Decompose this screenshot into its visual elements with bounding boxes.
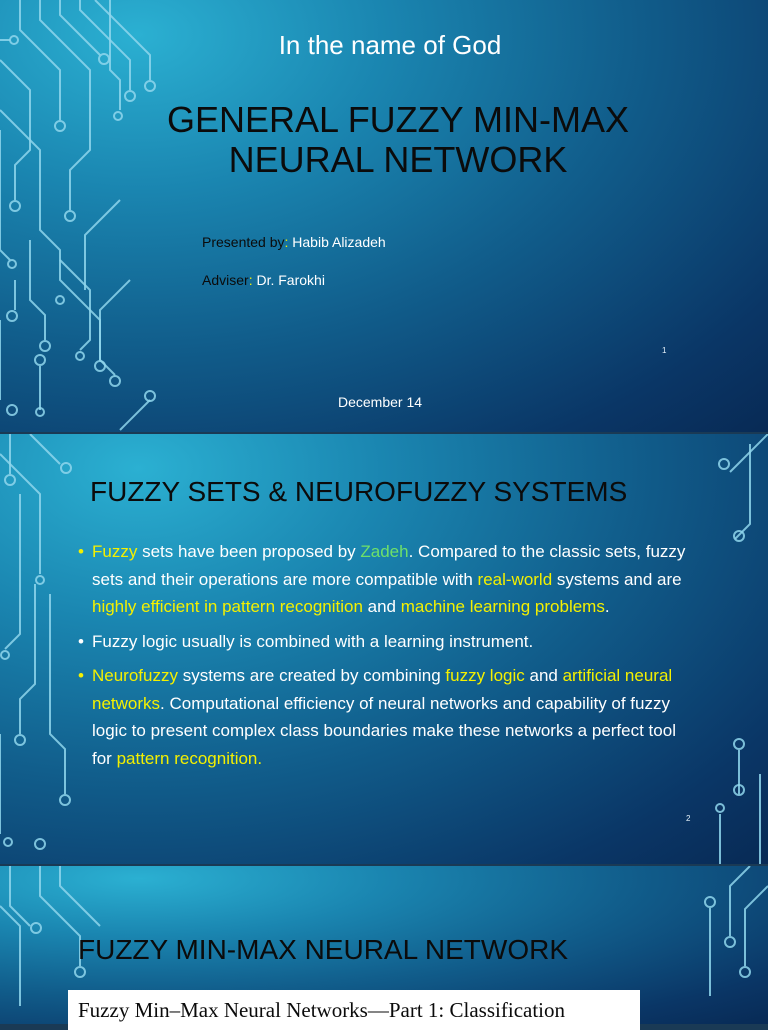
bullet-text-segment: . Compared to the classic sets, fuzzy se… xyxy=(92,542,686,589)
slide-1-title: General Fuzzy Min-Max Neural Network xyxy=(0,100,768,180)
header-text: In the name of God xyxy=(278,30,502,60)
title-line-1: General Fuzzy Min-Max xyxy=(166,99,630,140)
bullet-text-segment: Neurofuzzy xyxy=(92,666,178,685)
page-number: 2 xyxy=(686,814,691,823)
paper-heading-text: Fuzzy Min–Max Neural Networks—Part 1: Cl… xyxy=(78,998,565,1022)
paper-heading-image: Fuzzy Min–Max Neural Networks—Part 1: Cl… xyxy=(68,990,640,1030)
adviser-label: Adviser xyxy=(202,272,249,288)
bullet-text-segment: artificial neural networks xyxy=(92,666,673,713)
slide-3-title: FUZZY MIN-MAX NEURAL NETWORK xyxy=(78,934,569,965)
bullet-text-segment: real-world xyxy=(477,569,553,589)
adviser-line: Adviser: Dr. Farokhi xyxy=(202,272,325,288)
bullet-item: • Fuzzy sets have been proposed by Zadeh.… xyxy=(78,538,698,621)
bullet-dot: • xyxy=(78,631,84,651)
adviser-name: Dr. Farokhi xyxy=(252,272,325,288)
circuit-decoration-icon xyxy=(0,0,156,431)
bullet-list: • Fuzzy sets have been proposed by Zadeh.… xyxy=(78,538,698,779)
bullet-text-segment: pattern recognition. xyxy=(116,748,263,768)
title-line-2: Neural Network xyxy=(228,139,568,180)
bullet-text-segment: and xyxy=(524,666,563,685)
presenter-colon: : xyxy=(284,234,289,250)
bullet-text-segment: . Computational efficiency of neural net… xyxy=(92,693,676,768)
bullet-text-segment: machine learning problems xyxy=(400,597,605,616)
slide-2-title: FUZZY SETS & NEUROFUZZY SYSTEMS xyxy=(90,476,628,507)
bullet-text-segment: Fuzzy logic usually is combined with a l… xyxy=(92,631,534,651)
bullet-dot: • xyxy=(78,666,84,685)
bullet-text-segment: . xyxy=(604,597,610,616)
date-text: December 14 xyxy=(337,394,423,410)
slide-1: In the name of God General Fuzzy Min-Max… xyxy=(0,0,768,432)
bullet-text-segment: Fuzzy xyxy=(92,542,138,561)
bullet-dot: • xyxy=(78,542,84,561)
bullet-text-segment: systems are created by combining xyxy=(177,666,446,685)
bullet-text-segment: Zadeh xyxy=(360,542,409,561)
circuit-decoration-icon xyxy=(704,866,768,996)
bullet-text-segment: systems and are xyxy=(552,569,682,589)
bullet-item: • Fuzzy logic usually is combined with a … xyxy=(78,628,698,656)
bullet-text-segment: highly efficient in pattern recognition xyxy=(92,597,363,616)
presenter-line: Presented by: Habib Alizadeh xyxy=(202,234,386,250)
bullet-text-segment: fuzzy logic xyxy=(445,666,525,685)
bullet-item: • Neurofuzzy systems are created by combi… xyxy=(78,662,698,772)
bullet-text-segment: and xyxy=(362,597,401,616)
circuit-decoration-icon xyxy=(715,434,768,864)
presenter-label: Presented by xyxy=(202,234,285,250)
presenter-name: Habib Alizadeh xyxy=(288,234,386,250)
adviser-colon: : xyxy=(248,272,253,288)
bullet-text-segment: sets have been proposed by xyxy=(137,542,361,561)
slide-2: 2 xyxy=(0,434,768,864)
circuit-decoration-icon xyxy=(0,434,72,850)
page-number: 1 xyxy=(662,346,667,355)
